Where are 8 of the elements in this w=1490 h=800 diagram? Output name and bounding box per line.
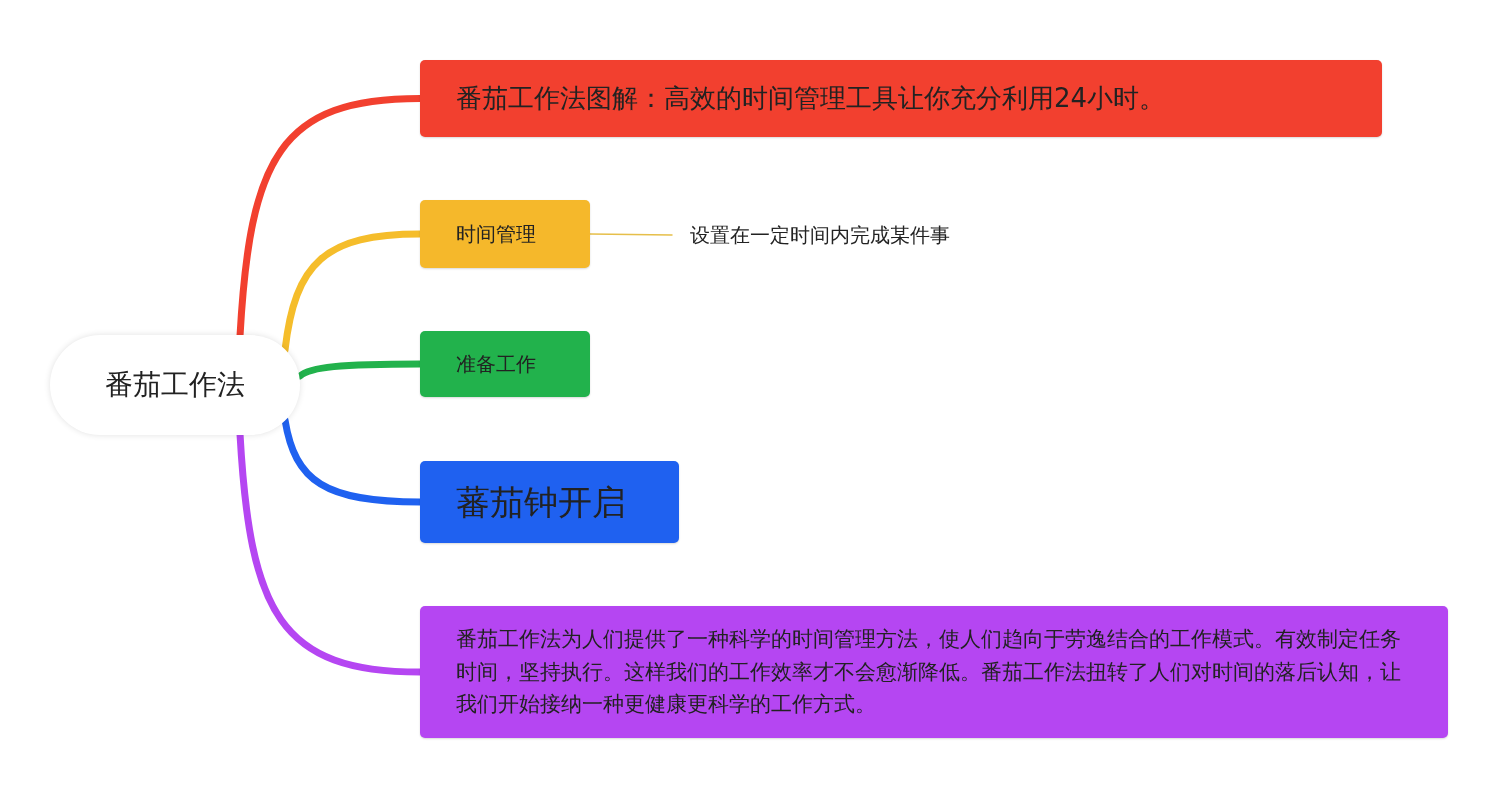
topic-box: 准备工作 bbox=[420, 331, 590, 397]
topic-box: 番茄工作法图解：高效的时间管理工具让你充分利用24小时。 bbox=[420, 60, 1382, 137]
topic-box: 蕃茄钟开启 bbox=[420, 461, 679, 543]
topic-box: 番茄工作法为人们提供了一种科学的时间管理方法，使人们趋向于劳逸结合的工作模式。有效制定任务时间，坚持执行。这样我们的工作效率才不会愈渐降低。番茄工作法扭转了人们对时间的落后认知，让我们开始接纳一种更健康更科学的工作方式。 bbox=[420, 606, 1448, 738]
topic-box: 时间管理 bbox=[420, 200, 590, 268]
topic-text: 设置在一定时间内完成某件事 bbox=[690, 218, 1020, 252]
central-topic: 番茄工作法 bbox=[50, 335, 300, 435]
branch-line bbox=[589, 233, 673, 236]
